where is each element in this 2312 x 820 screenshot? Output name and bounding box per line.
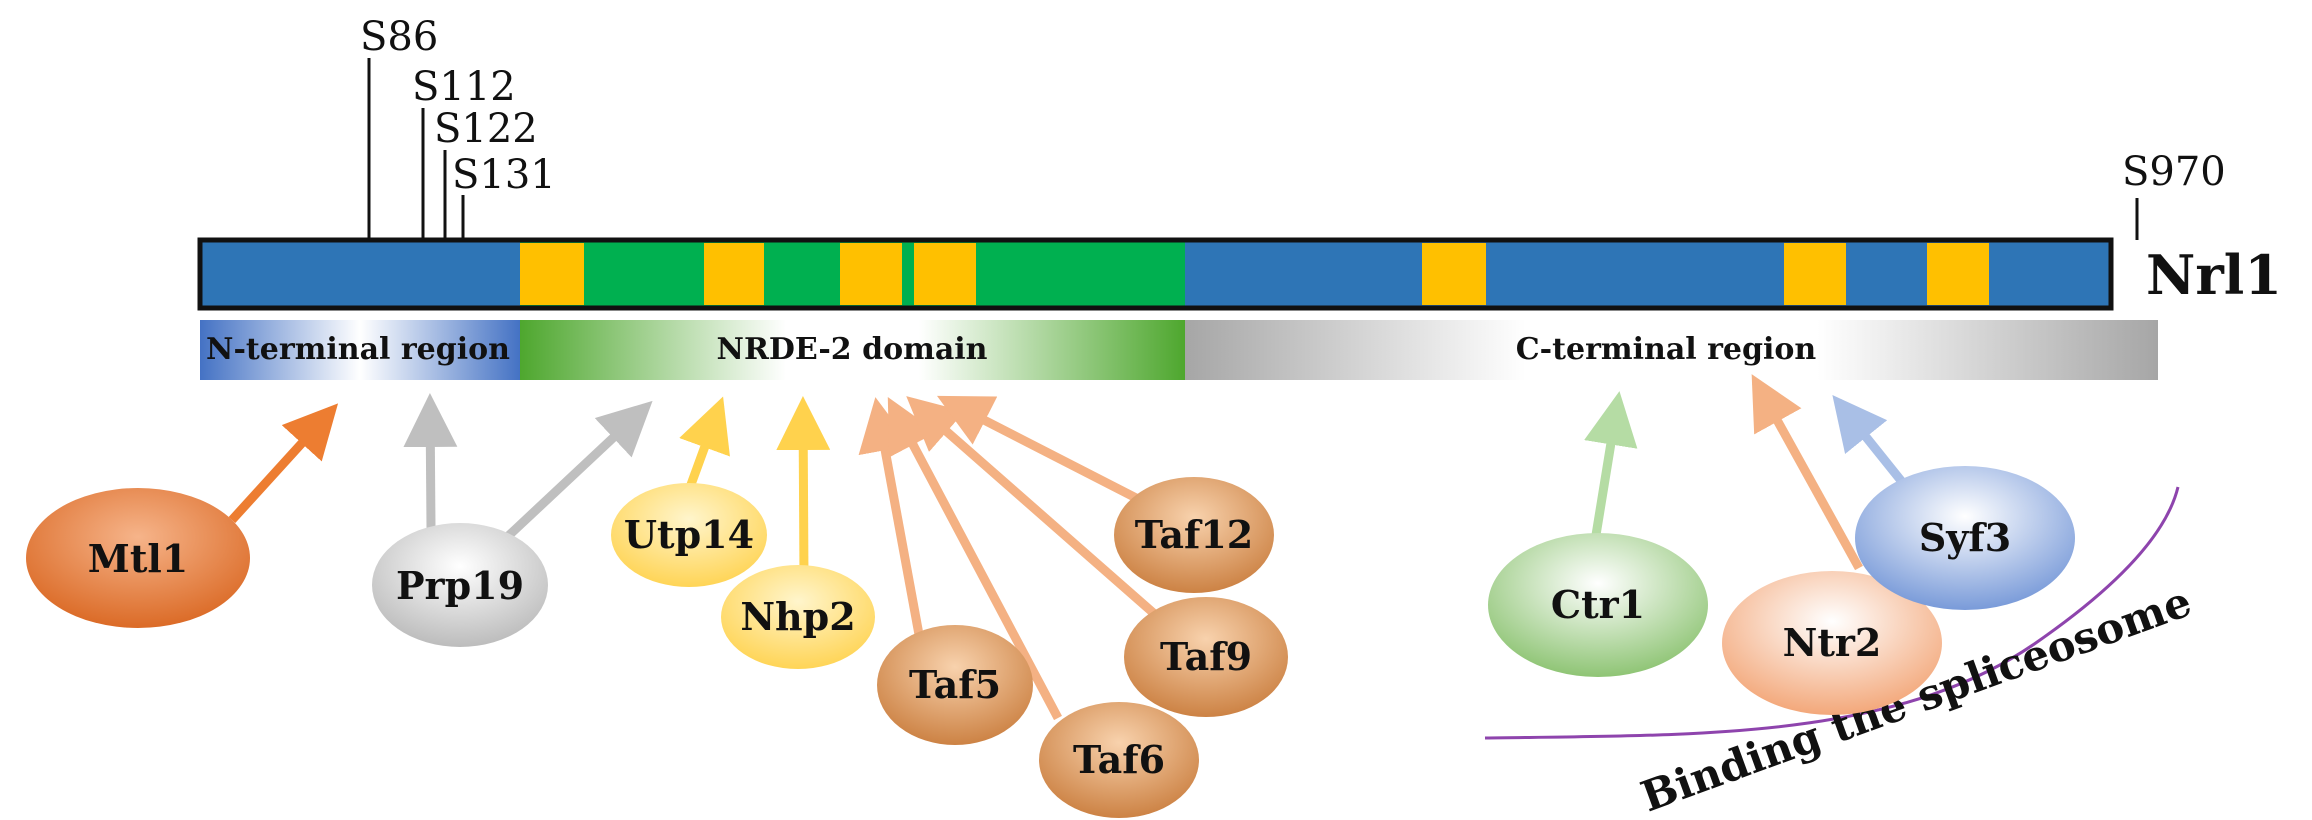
motif-block <box>1927 243 1989 305</box>
arrow-nhp2 <box>776 396 831 581</box>
partner-label-nhp2: Nhp2 <box>740 594 855 639</box>
partner-label-ntr2: Ntr2 <box>1783 620 1882 665</box>
partner-label-taf9: Taf9 <box>1160 634 1252 679</box>
backbone-n <box>200 240 520 308</box>
partner-mtl1: Mtl1 <box>26 488 250 628</box>
region-bars <box>200 320 2158 380</box>
arrow-taf5 <box>858 397 925 641</box>
arrow-ctr1 <box>1584 391 1638 536</box>
motif-block <box>520 243 584 305</box>
partner-taf6-ellipse <box>1039 702 1199 818</box>
partner-ntr2-ellipse <box>1722 571 1942 715</box>
partner-ctr1: Ctr1 <box>1488 533 1708 677</box>
nrl1-protein-bar <box>197 237 2114 311</box>
protein-outline <box>197 237 2114 311</box>
partner-taf5: Taf5 <box>877 625 1033 745</box>
motif-block <box>704 243 764 305</box>
site-label-s970: S970 <box>2122 149 2226 195</box>
motif-block <box>840 243 902 305</box>
partner-label-prp19: Prp19 <box>396 563 524 608</box>
partner-mtl1-ellipse <box>26 488 250 628</box>
arrow-mtl1 <box>228 403 339 524</box>
region-bar-nrde2 <box>520 320 1185 380</box>
partner-label-utp14: Utp14 <box>624 512 754 557</box>
site-label-s112: S112 <box>412 64 516 110</box>
partner-label-ctr1: Ctr1 <box>1551 582 1645 627</box>
interaction-arrows <box>228 374 1919 721</box>
partner-taf12: Taf12 <box>1114 477 1274 593</box>
region-bar-c-terminal <box>1185 320 2158 380</box>
arrow-ntr2 <box>1751 374 1863 571</box>
partner-label-mtl1: Mtl1 <box>88 536 189 581</box>
partner-utp14: Utp14 <box>611 483 767 587</box>
arrow-taf12 <box>936 395 1143 505</box>
motif-block <box>1784 243 1846 305</box>
partner-label-taf5: Taf5 <box>909 662 1001 707</box>
region-label-n-terminal: N-terminal region <box>206 332 510 367</box>
partner-syf3-ellipse <box>1855 466 2075 610</box>
partner-taf6: Taf6 <box>1039 702 1199 818</box>
partner-taf9: Taf9 <box>1124 597 1288 717</box>
site-label-s131: S131 <box>452 152 556 198</box>
arrow-taf6 <box>887 397 1062 721</box>
site-label-s122: S122 <box>434 106 538 152</box>
partner-nodes: Mtl1 Prp19 Utp14 Nhp2 Taf5 Taf6 Taf9 Ta <box>26 466 2075 818</box>
partner-syf3: Syf3 <box>1855 466 2075 610</box>
arrow-prp19-n <box>403 393 458 529</box>
partner-utp14-ellipse <box>611 483 767 587</box>
region-label-c-terminal: C-terminal region <box>1516 332 1817 367</box>
motif-block <box>1422 243 1486 305</box>
partner-label-syf3: Syf3 <box>1919 515 2011 560</box>
partner-nhp2: Nhp2 <box>721 565 875 669</box>
partner-prp19-ellipse <box>372 523 548 647</box>
arrow-utp14 <box>679 396 730 492</box>
partner-label-taf6: Taf6 <box>1073 737 1165 782</box>
spliceosome-arc <box>1484 486 2180 740</box>
arrow-prp19-nrde2 <box>500 400 653 544</box>
region-label-nrde2: NRDE-2 domain <box>717 332 988 367</box>
partner-taf5-ellipse <box>877 625 1033 745</box>
protein-name: Nrl1 <box>2146 243 2282 307</box>
phospho-sites <box>367 58 2139 240</box>
partner-taf9-ellipse <box>1124 597 1288 717</box>
partner-prp19: Prp19 <box>372 523 548 647</box>
partner-ctr1-ellipse <box>1488 533 1708 677</box>
partner-ntr2: Ntr2 <box>1722 571 1942 715</box>
motif-block <box>914 243 976 305</box>
partner-nhp2-ellipse <box>721 565 875 669</box>
site-label-s86: S86 <box>360 14 438 60</box>
partner-taf12-ellipse <box>1114 477 1274 593</box>
region-bar-n-terminal <box>200 320 520 380</box>
partner-label-taf12: Taf12 <box>1135 512 1254 557</box>
